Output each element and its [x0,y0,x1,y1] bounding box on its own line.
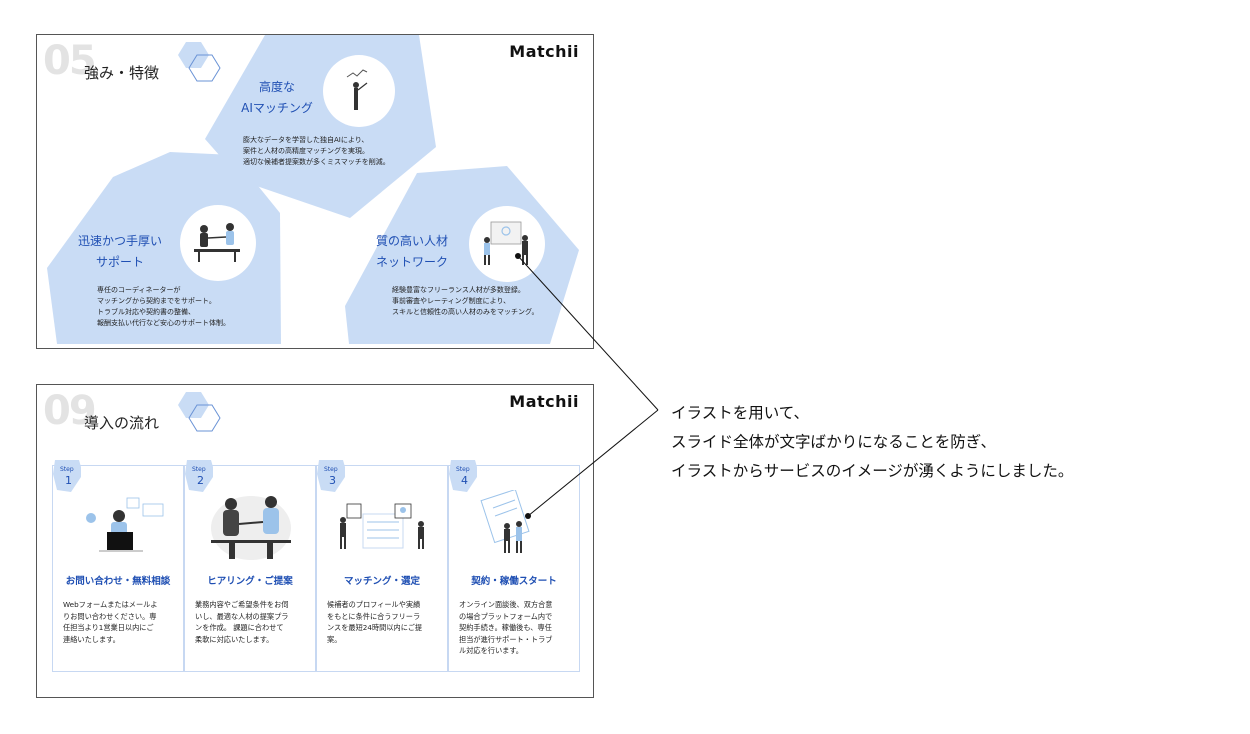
feature-description-1: 膨大なデータを学習した独自AIにより、 案件と人材の高精度マッチングを実現。 適… [243,136,390,166]
step-description: 候補者のプロフィールや実績 をもとに条件に合うフリーラ ンスを最短24時間以内に… [327,600,423,644]
team-board-icon [484,221,528,265]
contract-signing-icon [480,490,530,553]
step-number: 2 [197,474,204,487]
step-number: 3 [329,474,336,487]
slide-strengths: 05 強み・特徴 Matchii 高度な AIマッチング 膨大なデータを学習した… [36,34,594,349]
meeting-handshake-icon [211,496,291,560]
deco-hexagon-outline [188,404,221,432]
step-number: 1 [65,474,72,487]
step-card-3: Step 3 マッチング・選定 候補者のプロフィールや実績 をもと [316,460,448,672]
slide-onboarding-flow: 09 導入の流れ Matchii Step 1 お問い合わせ・無料相談 Webフ… [36,384,594,698]
profile-matching-icon [340,503,424,549]
step-description: オンライン面談後、双方合意 の場合プラットフォーム内で 契約手続き。稼働後も、専… [459,600,553,655]
feature-illustration-1 [323,55,395,127]
step-badge-hexagon [449,460,477,492]
step-title: お問い合わせ・無料相談 [65,576,171,587]
feature-illustration-2 [180,205,256,281]
step-card-1: Step 1 お問い合わせ・無料相談 Webフォームまたはメールよ りお問い合わ… [52,460,184,672]
step-card-2: Step 2 ヒアリング・ご提案 業務内容やご希望条件をお伺 いし、最適な人材の… [184,460,316,672]
feature-hexagon-2 [47,152,281,344]
feature-description-3: 経験豊富なフリーランス人材が多数登録。 事前審査やレーティング制度により、 スキ… [392,286,539,316]
step-card-4: Step 4 契約・稼働スタート オンライン面談後、双方合意 の場合プラットフォ… [448,460,580,672]
feature-title-1: 高度な AIマッチング [241,80,313,115]
step-label: Step [60,466,74,473]
feature-illustration-3 [469,206,545,282]
step-description: Webフォームまたはメールよ りお問い合わせください。専 任担当より1営業日以内… [63,600,158,644]
step-label: Step [192,466,206,473]
step-label: Step [324,466,338,473]
section-number: 05 [43,38,97,84]
step-badge-hexagon [185,460,213,492]
deco-hexagon-outline [188,54,221,82]
laptop-person-icon [86,497,164,552]
annotation-text: イラストを用いて、 スライド全体が文字ばかりになることを防ぎ、 イラストからサー… [671,404,1074,480]
step-label: Step [456,466,470,473]
feature-title-3: 質の高い人材 ネットワーク [375,234,448,269]
step-badge-hexagon [317,460,345,492]
step-number: 4 [461,474,468,487]
section-number: 09 [43,388,97,434]
step-description: 業務内容やご希望条件をお伺 いし、最適な人材の提案プラ ンを作成。 課題に合わせ… [195,600,289,644]
feature-title-2: 迅速かつ手厚い サポート [77,234,162,269]
step-badge-hexagon [53,460,81,492]
step-title: 契約・稼働スタート [471,576,557,587]
title-decoration [178,392,221,432]
step-title: ヒアリング・ご提案 [207,576,293,587]
step-title: マッチング・選定 [343,576,420,587]
section-title: 強み・特徴 [84,64,160,82]
step-list: Step 1 お問い合わせ・無料相談 Webフォームまたはメールよ りお問い合わ… [52,460,580,672]
handshake-icon [194,223,240,262]
deco-hexagon-filled [178,42,209,68]
brand-logo: Matchii [509,392,579,411]
deco-hexagon-filled [178,392,209,418]
person-presenting-icon [346,69,368,110]
brand-logo: Matchii [509,42,579,61]
section-title: 導入の流れ [84,414,160,432]
feature-description-2: 専任のコーディネーターが マッチングから契約までをサポート。 トラブル対応や契約… [97,286,230,327]
